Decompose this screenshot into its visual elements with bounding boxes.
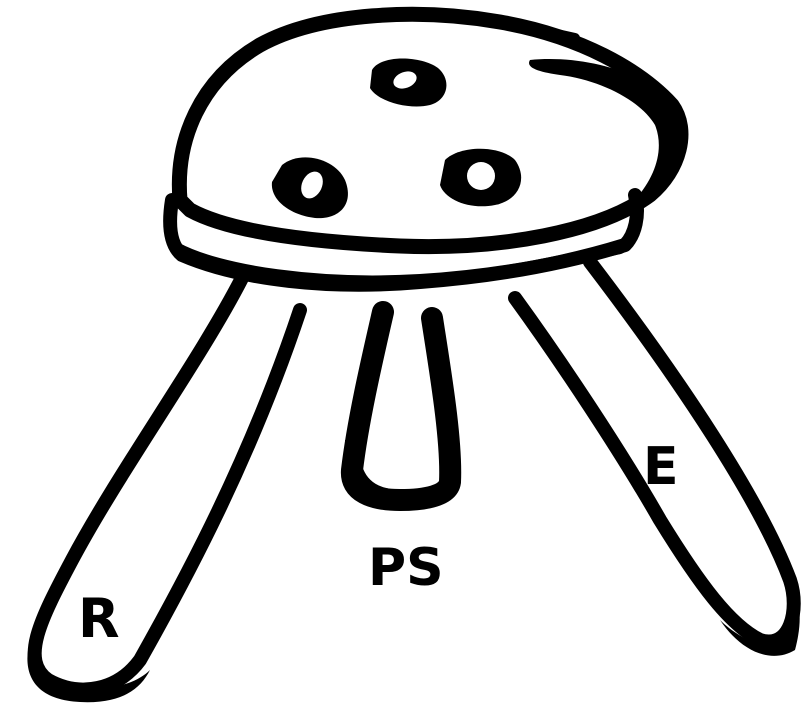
middle-leg-label: PS	[368, 538, 444, 598]
right-leg-label: E	[643, 437, 679, 497]
seat-hole-right	[440, 149, 521, 207]
seat-hole-top	[370, 58, 446, 106]
left-leg-label: R	[78, 587, 120, 650]
seat-hole-left	[272, 157, 348, 218]
left-leg	[27, 278, 300, 702]
stool-seat	[170, 14, 682, 284]
middle-leg	[345, 312, 455, 508]
